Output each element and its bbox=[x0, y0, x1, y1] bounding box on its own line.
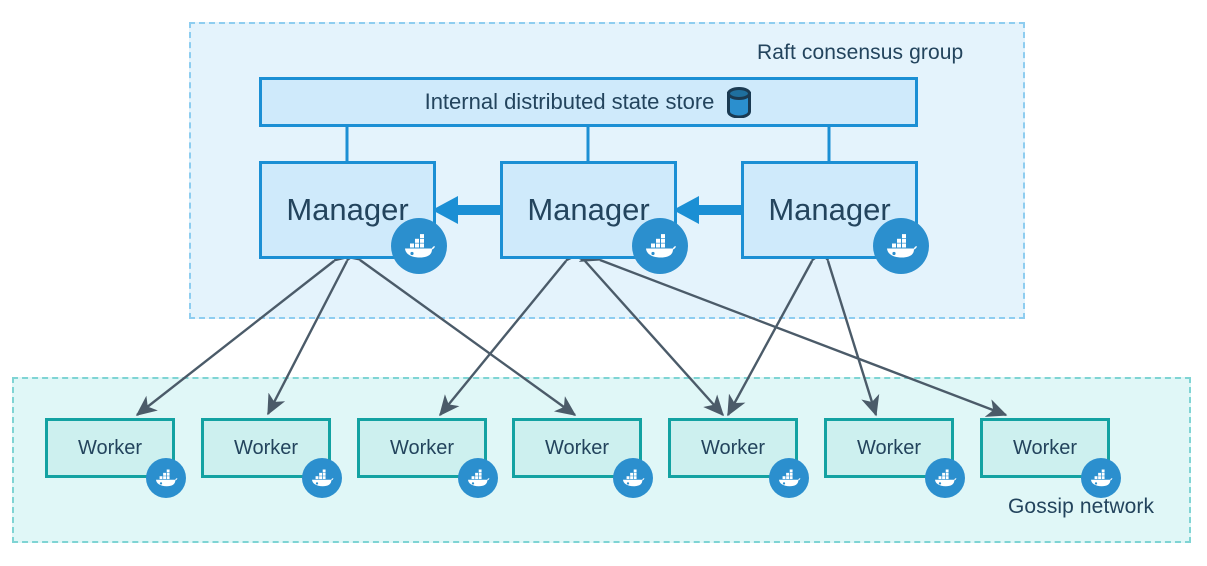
docker-whale-icon bbox=[391, 218, 447, 274]
worker-label: Worker bbox=[233, 436, 299, 459]
docker-whale-icon bbox=[146, 458, 186, 498]
docker-whale-icon bbox=[613, 458, 653, 498]
worker-label: Worker bbox=[1012, 436, 1078, 459]
docker-whale-icon bbox=[302, 458, 342, 498]
manager-label: Manager bbox=[527, 192, 650, 227]
docker-whale-icon bbox=[925, 458, 965, 498]
manager-label: Manager bbox=[768, 192, 891, 227]
manager-label: Manager bbox=[286, 192, 409, 227]
manager-node-3[interactable]: Manager bbox=[741, 161, 918, 259]
worker-label: Worker bbox=[389, 436, 455, 459]
docker-whale-icon bbox=[1081, 458, 1121, 498]
worker-label: Worker bbox=[544, 436, 610, 459]
worker-node-2[interactable]: Worker bbox=[201, 418, 331, 478]
docker-whale-icon bbox=[632, 218, 688, 274]
docker-whale-icon bbox=[769, 458, 809, 498]
gossip-network-label: Gossip network bbox=[1008, 495, 1155, 518]
docker-whale-icon bbox=[873, 218, 929, 274]
worker-label: Worker bbox=[700, 436, 766, 459]
worker-label: Worker bbox=[856, 436, 922, 459]
raft-consensus-group-label: Raft consensus group bbox=[757, 41, 964, 64]
worker-node-7[interactable]: Worker bbox=[980, 418, 1110, 478]
database-cylinder-icon bbox=[726, 86, 752, 118]
state-store-node[interactable]: Internal distributed state store bbox=[259, 77, 918, 127]
docker-whale-icon bbox=[458, 458, 498, 498]
state-store-label: Internal distributed state store bbox=[424, 89, 715, 114]
worker-node-4[interactable]: Worker bbox=[512, 418, 642, 478]
worker-label: Worker bbox=[77, 436, 143, 459]
